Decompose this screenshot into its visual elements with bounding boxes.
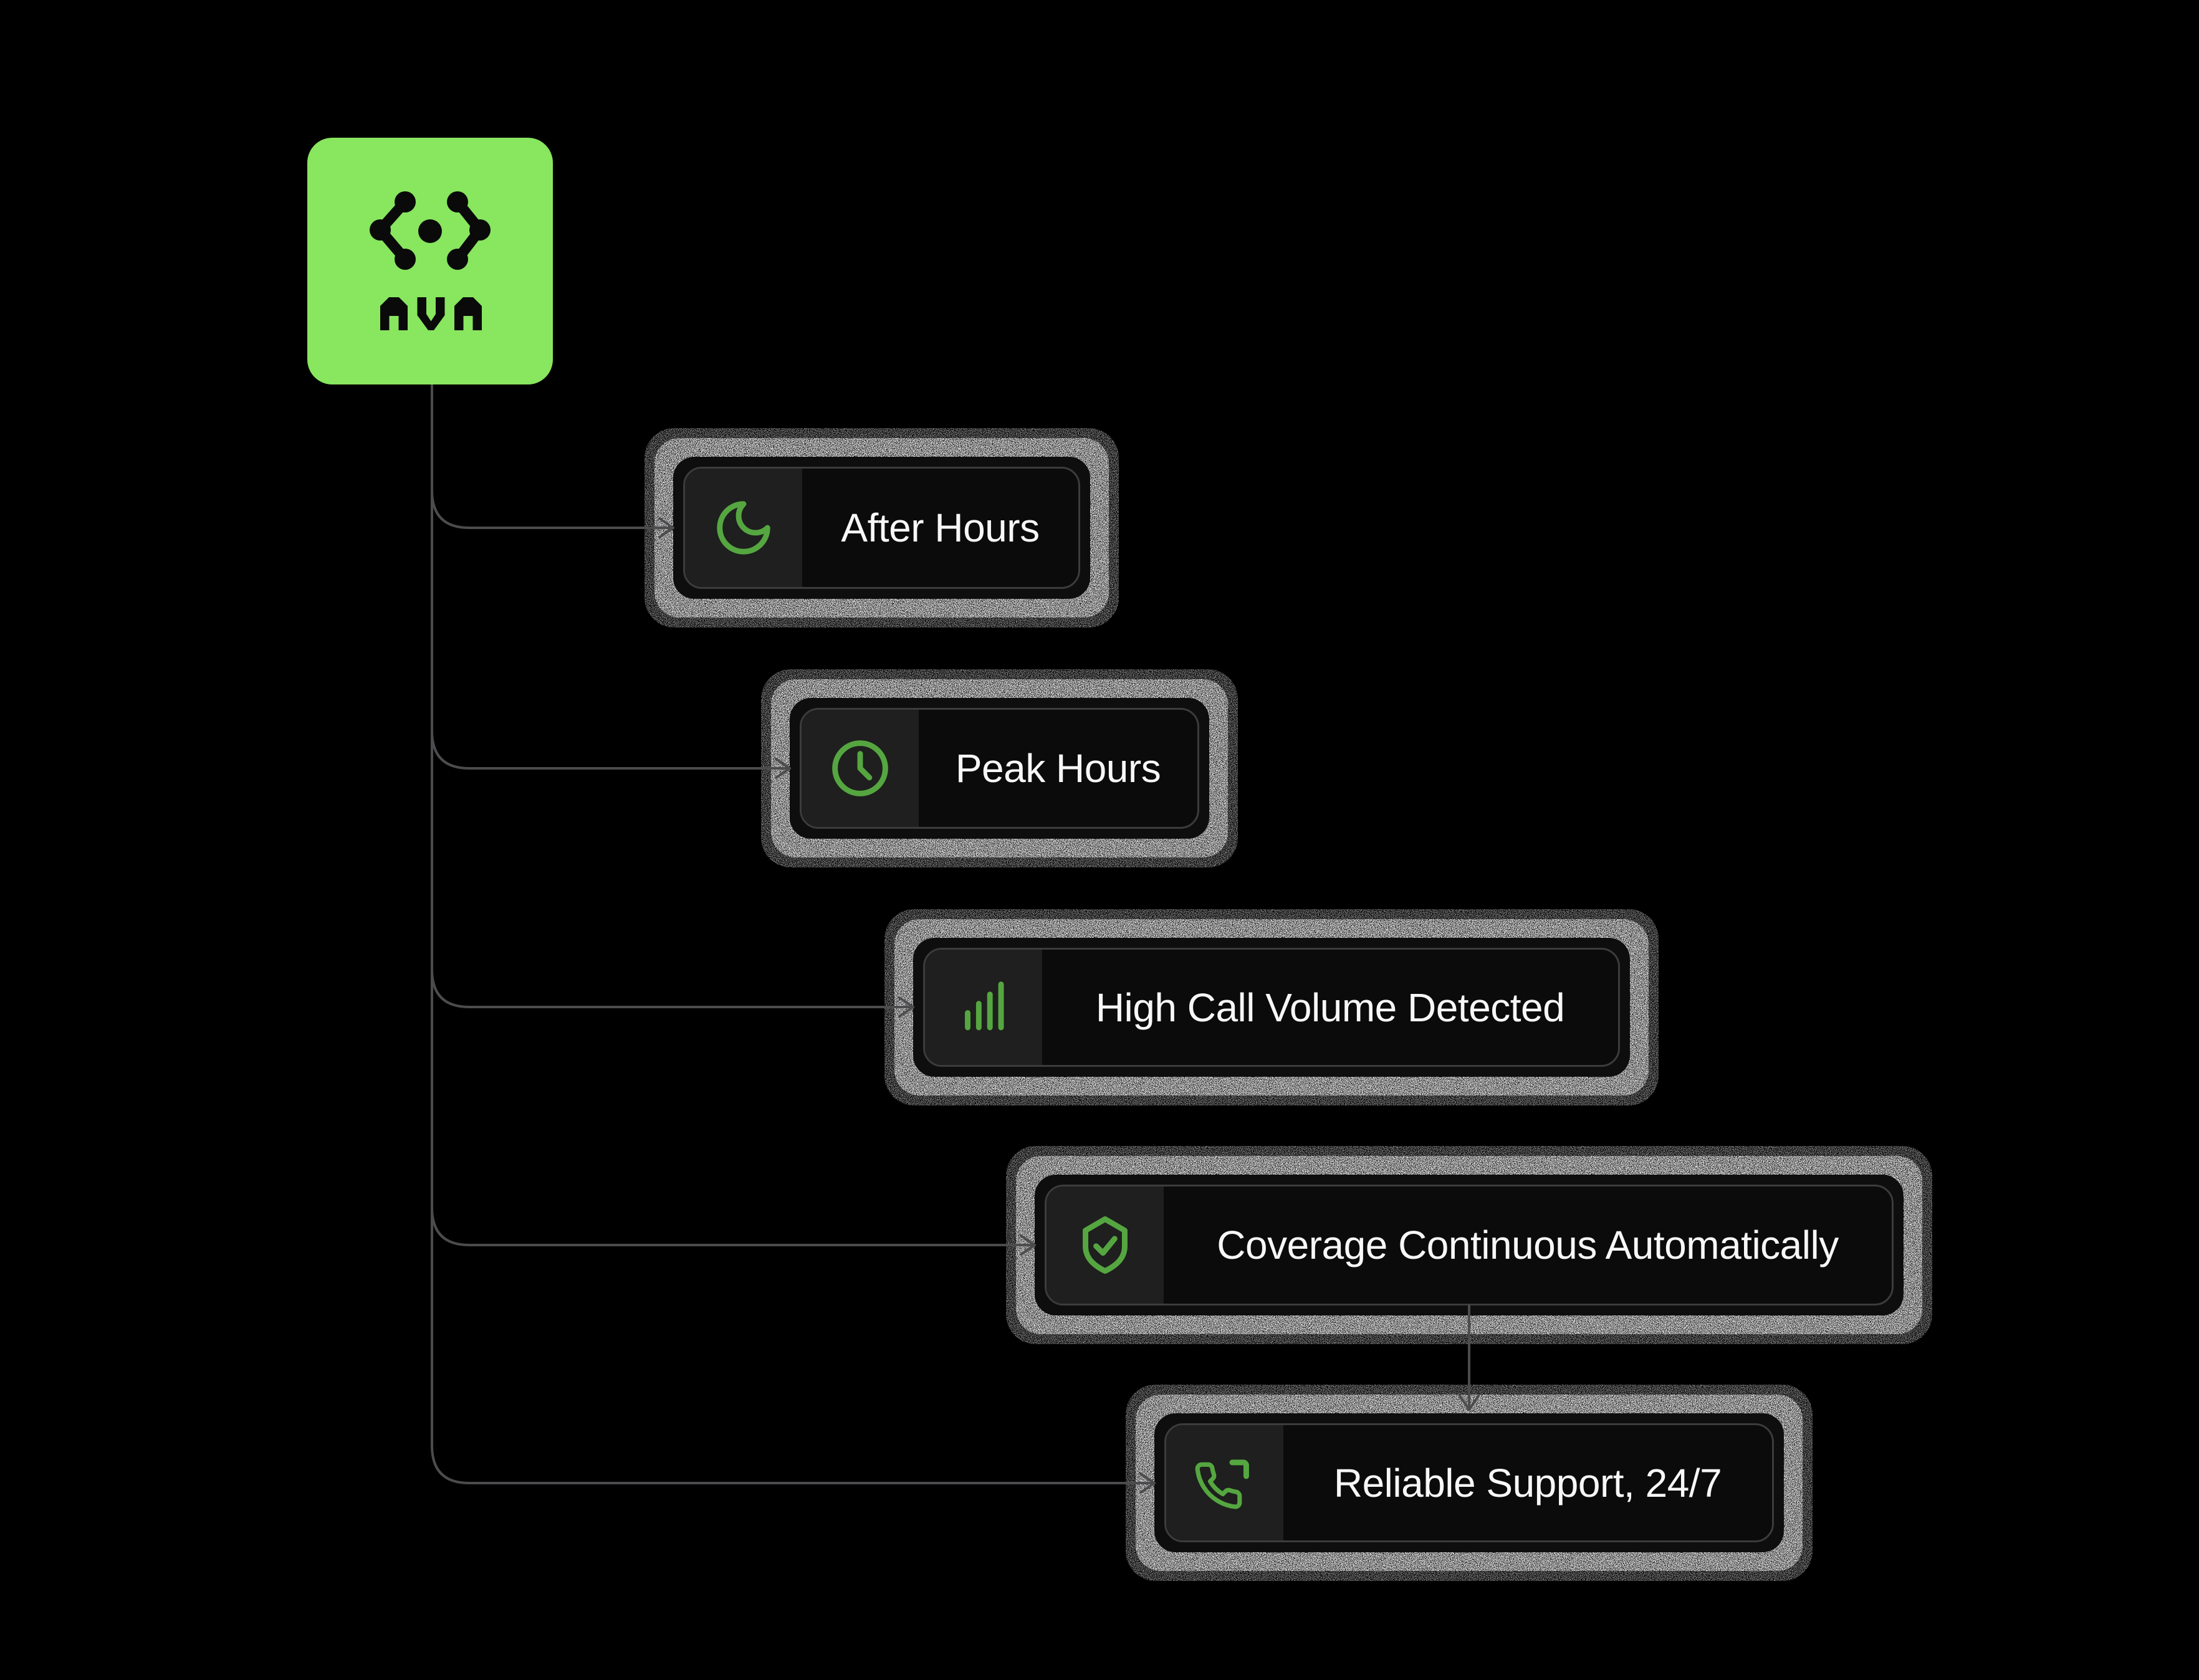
icon-panel <box>1166 1425 1283 1540</box>
icon-panel <box>925 950 1042 1065</box>
flow-node-coverage-continuous: Coverage Continuous Automatically <box>1045 1185 1894 1305</box>
connector-branch-1 <box>431 489 674 529</box>
node-halo-peak-hours: Peak Hours <box>761 669 1238 867</box>
icon-panel <box>685 469 802 587</box>
flow-node-peak-hours: Peak Hours <box>800 708 1199 829</box>
moon-icon <box>717 501 770 555</box>
node-label: Coverage Continuous Automatically <box>1217 1223 1839 1267</box>
node-halo-high-call-volume: High Call Volume Detected <box>884 909 1659 1105</box>
clock-icon <box>832 740 888 796</box>
connector-branch-4 <box>431 1206 1036 1246</box>
icon-panel <box>1047 1186 1164 1304</box>
ava-network-icon <box>370 191 491 330</box>
flow-node-high-call-volume: High Call Volume Detected <box>923 948 1620 1067</box>
node-halo-after-hours: After Hours <box>644 428 1119 628</box>
flow-node-reliable-support: Reliable Support, 24/7 <box>1164 1423 1774 1542</box>
flow-node-after-hours: After Hours <box>683 467 1080 589</box>
node-label: Peak Hours <box>955 746 1161 791</box>
brand-logo-tile: AVA <box>307 138 553 384</box>
bar-chart-icon <box>965 981 1004 1030</box>
node-halo-reliable-support: Reliable Support, 24/7 <box>1126 1385 1813 1581</box>
phone-outgoing-icon <box>1195 1459 1249 1509</box>
node-label: High Call Volume Detected <box>1095 985 1565 1030</box>
connector-branch-3 <box>431 968 914 1008</box>
connector-branch-2 <box>431 730 791 770</box>
shield-check-icon <box>1083 1216 1128 1274</box>
node-halo-coverage-continuous: Coverage Continuous Automatically <box>1006 1146 1932 1344</box>
brand-wordmark <box>380 297 482 330</box>
node-label: Reliable Support, 24/7 <box>1333 1460 1722 1506</box>
icon-panel <box>802 710 919 827</box>
node-label: After Hours <box>841 505 1040 550</box>
